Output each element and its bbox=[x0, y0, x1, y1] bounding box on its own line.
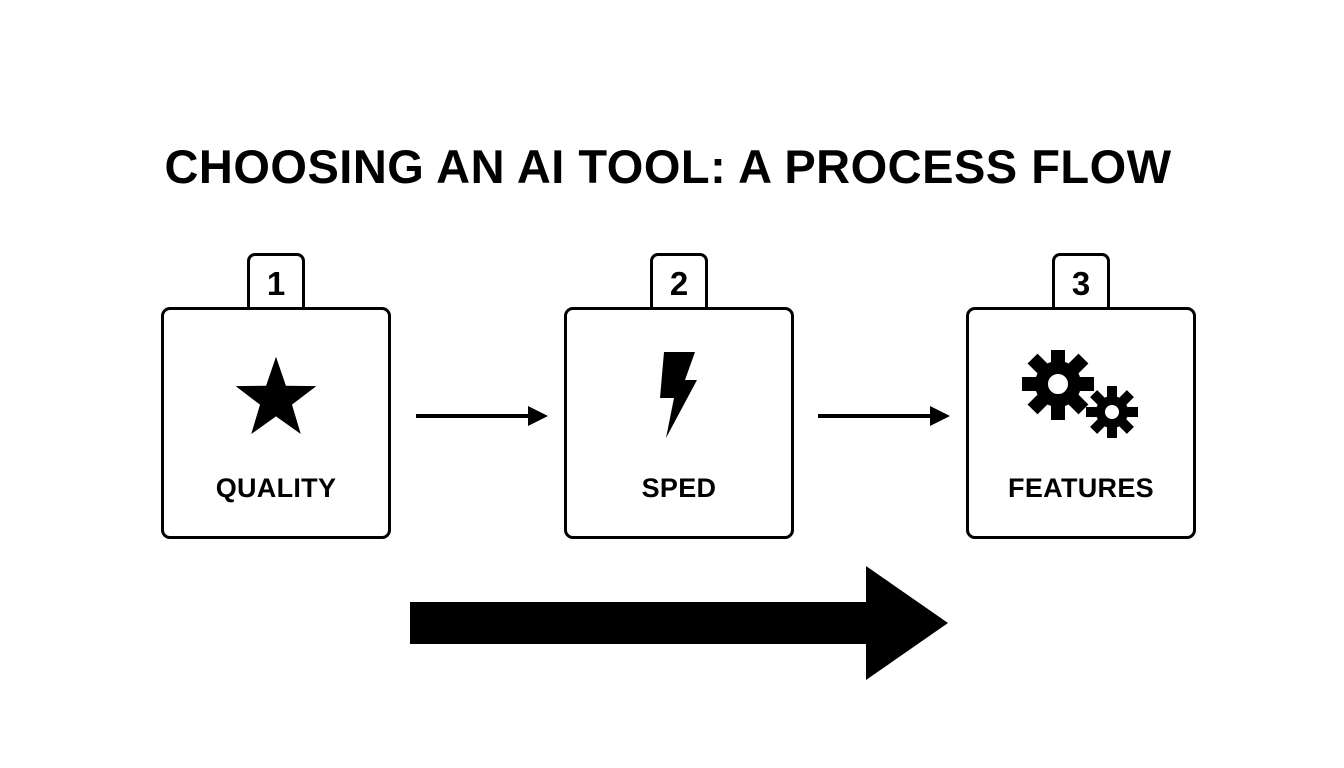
step-quality: 1 QUALITY bbox=[161, 253, 391, 539]
step-number-badge: 2 bbox=[650, 253, 708, 307]
step-label: QUALITY bbox=[215, 473, 337, 503]
diagram-title: CHOOSING AN AI TOOL: A PROCESS FLOW bbox=[164, 140, 1172, 193]
step-number-badge: 1 bbox=[247, 253, 305, 307]
star-icon bbox=[164, 350, 388, 440]
process-direction-arrow bbox=[410, 566, 948, 680]
step-number-badge: 3 bbox=[1052, 253, 1110, 307]
step-card: SPED bbox=[564, 307, 794, 539]
step-card: FEATURES bbox=[966, 307, 1196, 539]
gears-icon bbox=[969, 350, 1193, 440]
step-speed: 2 SPED bbox=[564, 253, 794, 539]
lightning-bolt-icon bbox=[567, 350, 791, 440]
step-features: 3 bbox=[966, 253, 1196, 539]
step-card: QUALITY bbox=[161, 307, 391, 539]
step-label: SPED bbox=[641, 473, 717, 503]
step-label: FEATURES bbox=[1008, 473, 1154, 503]
connector-arrow bbox=[416, 406, 548, 426]
connector-arrow bbox=[818, 406, 950, 426]
